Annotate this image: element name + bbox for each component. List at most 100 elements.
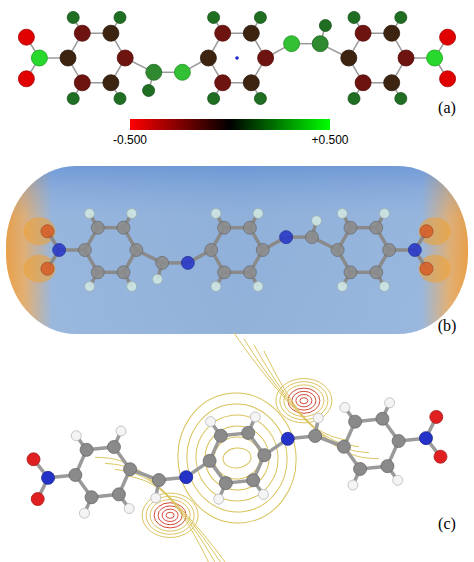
atom [200, 50, 216, 66]
atom [151, 493, 161, 503]
atom [337, 209, 347, 219]
atom [206, 417, 216, 427]
atom [180, 471, 193, 484]
atom [258, 50, 274, 66]
atom [344, 266, 357, 279]
contour-line [162, 509, 178, 521]
atom [370, 266, 383, 279]
contour-line [166, 512, 174, 518]
atom [181, 256, 194, 269]
atom [379, 209, 389, 219]
atom [116, 426, 126, 436]
atom [174, 64, 190, 80]
negative-region [23, 255, 55, 283]
atoms [27, 398, 447, 518]
atom [67, 93, 79, 105]
atom [420, 225, 433, 238]
atom [434, 450, 447, 463]
panel-label: (a) [438, 100, 456, 116]
atom [214, 429, 227, 442]
atom [156, 256, 169, 269]
atom [53, 244, 66, 257]
contour-line [182, 399, 293, 517]
atom [419, 432, 432, 445]
atom [215, 25, 231, 41]
atom [253, 281, 263, 291]
atom [91, 266, 104, 279]
atom [91, 221, 104, 234]
atom [331, 244, 344, 257]
atom [281, 432, 294, 445]
atom [208, 93, 220, 105]
atom [114, 11, 126, 23]
atom [258, 449, 271, 462]
atom [60, 50, 76, 66]
atom [440, 71, 456, 87]
atom [398, 50, 414, 66]
atom [319, 20, 331, 32]
atom [214, 494, 224, 504]
atom [114, 93, 126, 105]
atom [152, 274, 162, 284]
atom [41, 262, 54, 275]
contour-line [105, 463, 230, 562]
potential-surface [6, 166, 468, 334]
atom [254, 11, 266, 23]
atom [124, 463, 137, 476]
atom [18, 29, 34, 45]
color-bar [130, 119, 330, 130]
atom [103, 75, 119, 91]
atom [127, 209, 137, 219]
atom [427, 50, 443, 66]
atom [355, 25, 371, 41]
negative-region [419, 255, 451, 283]
atom [337, 440, 350, 453]
atom [31, 493, 44, 506]
atom [370, 221, 383, 234]
atom [250, 412, 260, 422]
centroid-dot [235, 56, 239, 60]
atom [348, 480, 358, 490]
contour-line [234, 333, 379, 459]
atom [376, 412, 389, 425]
atom [383, 244, 396, 257]
atoms [41, 209, 433, 292]
atom [103, 25, 119, 41]
atom [85, 209, 95, 219]
atom [203, 454, 216, 467]
surface-shading [6, 166, 468, 334]
atom [348, 11, 360, 23]
atom [74, 75, 90, 91]
atom [440, 29, 456, 45]
atom [18, 71, 34, 87]
atom [280, 231, 293, 244]
atom [384, 75, 400, 91]
atom [80, 443, 93, 456]
atom [344, 221, 357, 234]
atom [215, 75, 231, 91]
atom [309, 429, 322, 442]
atom [146, 64, 162, 80]
atom [313, 413, 323, 423]
atom [385, 398, 395, 408]
panel-label: (c) [438, 516, 456, 532]
bonds [47, 214, 426, 287]
contour-line [254, 345, 359, 447]
scale-min: -0.500 [113, 134, 147, 146]
negative-region [23, 217, 55, 245]
atom [107, 440, 120, 453]
panel-label: (b) [438, 318, 457, 334]
atom [305, 231, 318, 244]
atom [42, 471, 55, 484]
atom [112, 488, 125, 501]
atom [71, 431, 81, 441]
atom [218, 266, 231, 279]
atom [395, 11, 407, 23]
atom [117, 221, 130, 234]
atom [74, 25, 90, 41]
atom [243, 266, 256, 279]
atom [247, 474, 260, 487]
atom [355, 75, 371, 91]
bonds [34, 403, 441, 513]
